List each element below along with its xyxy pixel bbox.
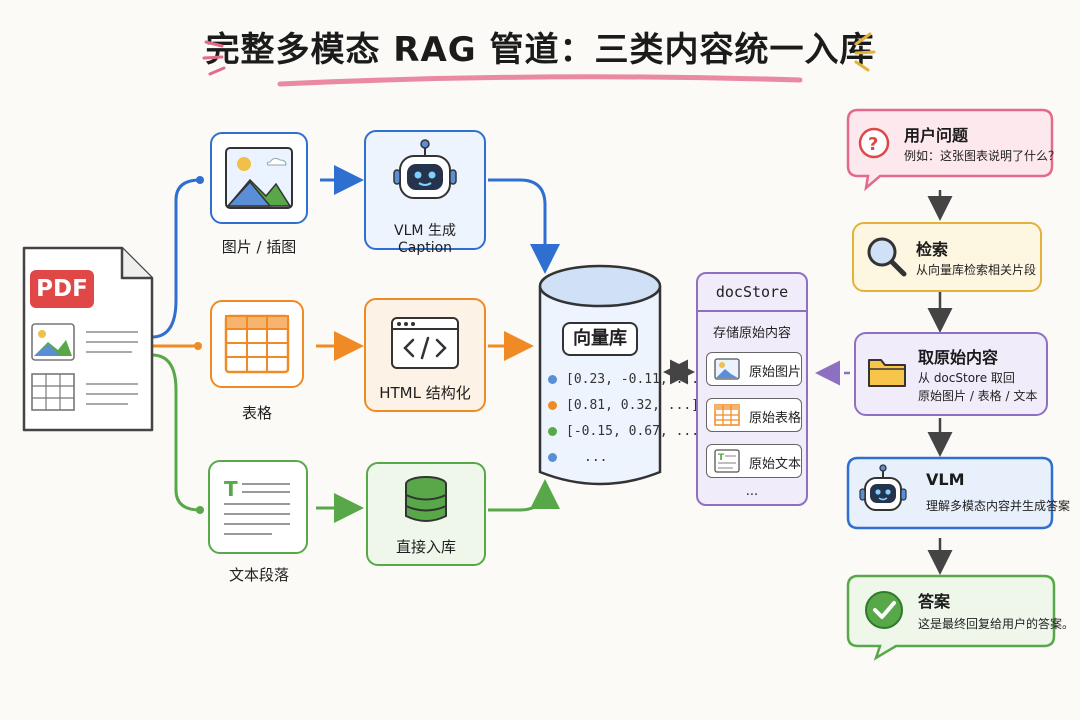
text-node: T <box>208 460 308 554</box>
image-label: 图片 / 插图 <box>221 238 297 256</box>
vlm-answer-title: VLM <box>926 470 965 489</box>
edge-pdf-image <box>151 178 201 339</box>
direct-store-node: 直接入库 <box>366 462 486 566</box>
diagram-title: 完整多模态 RAG 管道：三类内容统一入库 <box>205 30 875 70</box>
vlm-caption-label: VLM 生成 Caption <box>394 223 456 256</box>
vector-row: [0.23, -0.11, ...] <box>548 372 707 387</box>
vector-row: [-0.15, 0.67, ...] <box>548 424 707 439</box>
docstore-subtitle: 存储原始内容 <box>712 326 791 341</box>
answer-title: 答案 <box>918 592 951 611</box>
svg-text:T: T <box>224 477 238 501</box>
image-node <box>210 132 308 224</box>
text-doc-icon: T <box>224 477 290 535</box>
answer-sub: 这是最终回复给用户的答案。 <box>918 617 1075 631</box>
svg-text:?: ? <box>868 134 878 155</box>
speech-bubble-green <box>846 574 1056 661</box>
text-doc-icon: T <box>714 449 740 473</box>
docstore-item-text: T 原始文本 <box>706 444 802 478</box>
image-icon <box>714 358 740 380</box>
user-question-title: 用户问题 <box>904 126 969 145</box>
answer-node: 答案 这是最终回复给用户的答案。 <box>846 574 1074 662</box>
svg-text:T: T <box>718 453 725 463</box>
vector-store-label: 向量库 <box>562 322 638 356</box>
user-question-example: 例如：这张图表说明了什么？ <box>904 149 1061 163</box>
vlm-answer-sub: 理解多模态内容并生成答案 <box>926 499 1071 513</box>
vector-row: [0.81, 0.32, ...] <box>548 398 699 413</box>
pdf-badge: PDF <box>30 270 94 308</box>
fetch-sub-1: 从 docStore 取回 <box>918 371 1015 385</box>
title-decoration <box>202 32 876 87</box>
docstore-more: ... <box>745 484 759 499</box>
retrieve-sub: 从向量库检索相关片段 <box>916 263 1037 277</box>
retrieve-title: 检索 <box>916 240 949 259</box>
vector-store: 向量库 [0.23, -0.11, ...] [0.81, 0.32, ...]… <box>536 262 707 496</box>
code-window-icon <box>391 317 459 369</box>
fetch-title: 取原始内容 <box>918 348 999 367</box>
speech-bubble-blue <box>846 456 1054 530</box>
retrieve-node: 检索 从向量库检索相关片段 <box>852 222 1042 292</box>
table-icon <box>714 404 740 426</box>
text-label: 文本段落 <box>228 566 289 584</box>
table-icon <box>224 314 290 374</box>
direct-store-label: 直接入库 <box>395 538 456 556</box>
vector-row: ... <box>548 450 607 465</box>
edge-pdf-text <box>151 353 201 512</box>
docstore-item-table: 原始表格 <box>706 398 802 432</box>
fetch-original-node: 取原始内容 从 docStore 取回 原始图片 / 表格 / 文本 <box>854 332 1048 416</box>
speech-bubble-pink: ? <box>846 108 1054 192</box>
fetch-sub-2: 原始图片 / 表格 / 文本 <box>918 389 1038 403</box>
check-circle-icon <box>865 591 903 629</box>
pdf-document: PDF <box>20 244 156 434</box>
html-label: HTML 结构化 <box>379 384 471 402</box>
vlm-caption-node: VLM 生成 Caption <box>364 130 486 256</box>
docstore-title: docStore <box>698 274 806 312</box>
table-label: 表格 <box>241 404 272 422</box>
user-question-node: ? 用户问题 例如：这张图表说明了什么？ <box>846 108 1060 192</box>
magnifier-icon <box>867 237 907 277</box>
robot-icon <box>393 139 457 199</box>
table-node <box>210 300 304 388</box>
html-node: HTML 结构化 <box>364 298 486 412</box>
image-icon <box>225 147 293 209</box>
docstore-item-image: 原始图片 <box>706 352 802 386</box>
database-icon <box>405 476 447 522</box>
docstore: docStore 存储原始内容 原始图片 原始表格 <box>696 272 808 506</box>
edge-caption-vector <box>488 178 560 274</box>
robot-icon <box>859 464 907 511</box>
vlm-answer-node: VLM 理解多模态内容并生成答案 <box>846 456 1070 542</box>
folder-icon <box>868 359 906 387</box>
